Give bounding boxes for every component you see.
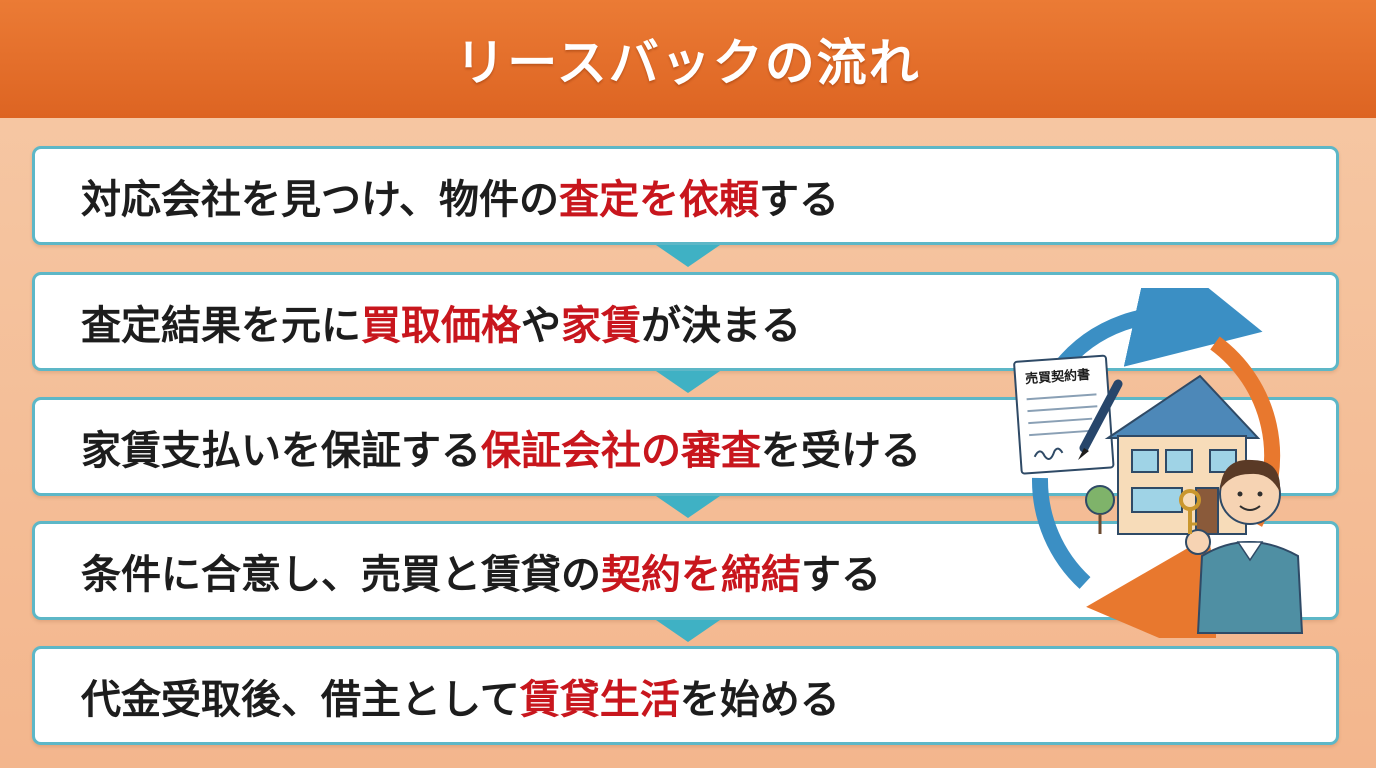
step-text: 条件に合意し、売買と賃貸の契約を締結する [81,542,881,600]
step-text-part: 対応会社を見つけ、物件の [81,176,559,223]
step-text-part: が決まる [641,302,801,349]
step-text-part: 家賃支払いを保証する [81,427,481,474]
step-highlight: 家賃 [561,302,641,349]
step-connector-arrow [656,620,720,642]
step-text: 家賃支払いを保証する保証会社の審査を受ける [81,418,921,476]
illustration: 売買契約書 [1013,288,1304,638]
house-icon [1104,374,1261,535]
step-text-part: する [759,176,839,223]
key-icon [1179,489,1201,534]
flow-step-1: 対応会社を見つけ、物件の査定を依頼する [32,146,1339,245]
step-text: 代金受取後、借主として賃貸生活を始める [81,667,840,725]
contract-label: 売買契約書 [1025,367,1091,387]
step-highlight: 賃貸生活 [519,676,680,723]
step-highlight: 保証会社の審査 [481,427,761,474]
page-title: リースバックの流れ [455,34,921,92]
header-banner: リースバックの流れ [0,0,1376,118]
step-text: 査定結果を元に買取価格や家賃が決まる [81,293,801,351]
step-text-part: する [801,551,881,598]
step-text-part: 査定結果を元に [81,302,361,349]
tree-icon [1085,485,1115,534]
step-highlight: 買取価格 [361,302,521,349]
step-text: 対応会社を見つけ、物件の査定を依頼する [81,167,839,225]
flow-step-5: 代金受取後、借主として賃貸生活を始める [32,646,1339,745]
step-highlight: 契約を締結 [601,551,801,598]
step-connector-arrow [656,496,720,518]
step-connector-arrow [656,371,720,393]
step-highlight: 査定を依頼 [559,176,759,223]
step-text-part: や [521,302,561,349]
step-connector-arrow [656,245,720,267]
step-text-part: を始める [679,676,840,723]
step-text-part: 代金受取後、借主として [81,676,520,723]
person-icon [1185,459,1304,634]
step-text-part: 条件に合意し、売買と賃貸の [81,551,601,598]
pen-icon [1078,379,1123,460]
step-text-part: を受ける [761,427,921,474]
